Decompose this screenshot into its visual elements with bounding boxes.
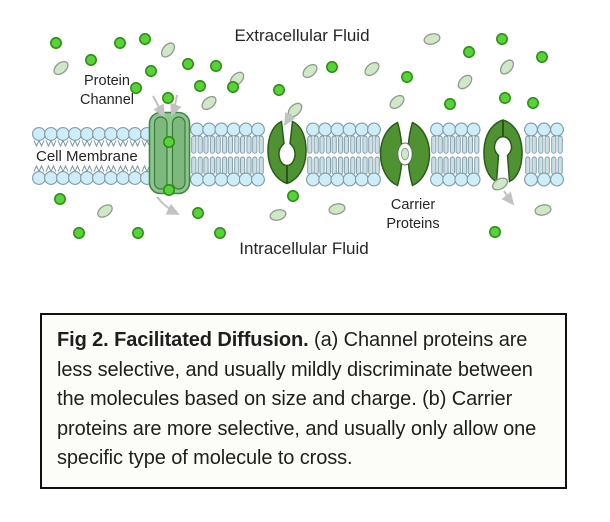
solute-molecules (50, 33, 552, 239)
lipid-bilayer (32, 122, 564, 187)
arrow-out-of-channel (156, 196, 180, 215)
carrier-proteins-label-line1: Carrier (391, 197, 435, 213)
diffusion-arrows (152, 94, 515, 215)
figure-caption-text: Fig 2. Facilitated Diffusion. (a) Channe… (57, 326, 550, 474)
extracellular-fluid-label: Extracellular Fluid (234, 26, 369, 45)
carrier-protein-b (379, 121, 431, 187)
facilitated-diffusion-diagram: Extracellular Fluid Protein Channel Cell… (32, 26, 564, 258)
arrow-into-channel-left (152, 95, 165, 118)
cell-membrane-label: Cell Membrane (36, 148, 138, 165)
protein-channel-label-line2: Channel (80, 92, 134, 108)
carrier-proteins-label-line2: Proteins (386, 216, 439, 232)
channel-inner-right-lobe (171, 116, 186, 190)
protein-channel-label-line1: Protein (84, 73, 130, 89)
channel-inner-left-lobe (153, 116, 168, 190)
figure-caption-body: (a) Channel proteins are less selective,… (57, 329, 537, 470)
carrier-protein-a (267, 120, 307, 185)
arrow-out-of-carrier-c (501, 190, 515, 206)
arrow-into-carrier-a (284, 111, 296, 127)
carrier-protein-c (483, 119, 523, 183)
intracellular-fluid-label: Intracellular Fluid (239, 239, 368, 258)
figure-caption-box: Fig 2. Facilitated Diffusion. (a) Channe… (40, 313, 567, 489)
diagram-labels: Extracellular Fluid Protein Channel Cell… (36, 26, 440, 258)
figure-caption-title: Fig 2. Facilitated Diffusion. (57, 329, 309, 351)
channel-protein (148, 111, 191, 195)
arrow-into-channel-right (170, 94, 182, 117)
